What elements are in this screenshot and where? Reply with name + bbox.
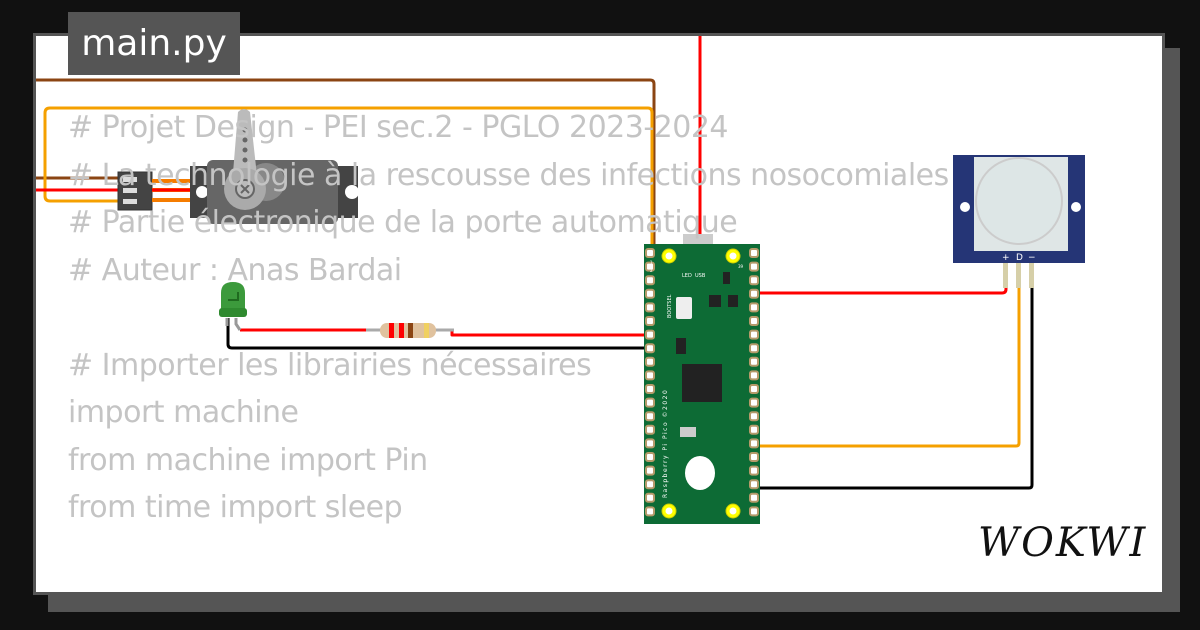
code-line: # La technologie à la rescousse des infe…	[68, 157, 949, 193]
file-tab[interactable]: main.py	[68, 12, 240, 75]
pico-pin[interactable]	[749, 370, 759, 381]
pico-pin[interactable]	[645, 316, 655, 326]
svg-text:39: 39	[738, 264, 744, 269]
pico-pin[interactable]	[645, 288, 655, 299]
pico-pin[interactable]	[645, 356, 655, 367]
raspberry-logo-icon	[685, 456, 715, 490]
pico-pin[interactable]	[645, 438, 655, 449]
pico-pin[interactable]	[645, 506, 655, 517]
wire-red-pir[interactable]	[750, 285, 1008, 295]
rp2040-chip	[682, 364, 722, 402]
pico-pin[interactable]	[749, 452, 759, 462]
pico-pin[interactable]	[645, 329, 655, 340]
pico-pin[interactable]	[645, 384, 655, 394]
pico-pin[interactable]	[749, 397, 759, 408]
svg-text:D: D	[1016, 253, 1023, 263]
pico-pin[interactable]	[749, 424, 759, 435]
pico-pin[interactable]	[749, 302, 759, 313]
pico-pin[interactable]	[749, 329, 759, 340]
pico-pin[interactable]	[645, 343, 655, 354]
pico-pin[interactable]	[749, 384, 759, 394]
code-line: import machine	[68, 395, 299, 430]
code-line: # Importer les librairies nécessaires	[68, 347, 592, 383]
pico-pin[interactable]	[645, 302, 655, 313]
pico-pin[interactable]	[749, 506, 759, 517]
bootsel-label: BOOTSEL	[667, 294, 673, 318]
wire-black-pir[interactable]	[750, 285, 1034, 490]
pico-pin[interactable]	[749, 288, 759, 299]
pico-pin[interactable]	[645, 424, 655, 435]
wire-orange-pir[interactable]	[750, 285, 1021, 448]
wokwi-logo: WOKWI	[978, 520, 1148, 566]
svg-text:+: +	[1002, 253, 1010, 263]
pico-pin[interactable]	[645, 452, 655, 462]
code-line: from machine import Pin	[68, 442, 428, 478]
pico-pin[interactable]	[645, 397, 655, 408]
pico-pin[interactable]	[645, 492, 655, 503]
led-label: LED	[682, 273, 692, 279]
pico-pin[interactable]	[749, 438, 759, 449]
pico-pin[interactable]	[749, 492, 759, 503]
pico-pin[interactable]	[645, 370, 655, 381]
pico-pin[interactable]	[645, 479, 655, 490]
pir-dome	[975, 157, 1063, 245]
pico-pin[interactable]	[645, 465, 655, 476]
pico-pin[interactable]	[749, 356, 759, 367]
board-label: Raspberry Pi Pico ©2020	[662, 389, 669, 498]
pico-pin[interactable]	[645, 275, 655, 286]
pico-pin[interactable]	[645, 248, 655, 258]
code-line: # Projet Design - PEI sec.2 - PGLO 2023-…	[68, 110, 729, 145]
pico-pin[interactable]	[749, 316, 759, 326]
code-line: # Auteur : Anas Bardai	[68, 252, 402, 288]
servo-motor[interactable]	[117, 109, 359, 224]
code-line	[68, 294, 949, 342]
svg-text:−: −	[1028, 253, 1036, 263]
code-overlay: # Projet Design - PEI sec.2 - PGLO 2023-…	[68, 104, 949, 532]
svg-text:2: 2	[650, 268, 653, 273]
code-line: from time import sleep	[68, 490, 403, 525]
pico-pin[interactable]	[749, 465, 759, 476]
wire-orange-servo[interactable]	[43, 106, 654, 256]
wire-brown-servo[interactable]	[36, 78, 656, 278]
usb-label: USB	[695, 273, 706, 279]
wire-black-led[interactable]	[226, 318, 655, 350]
pico-pin[interactable]	[749, 343, 759, 354]
pico-pin[interactable]	[749, 248, 759, 258]
pico-pin[interactable]	[749, 479, 759, 490]
pir-motion-sensor[interactable]: + D −	[953, 155, 1085, 288]
svg-text:1: 1	[650, 260, 653, 265]
resistor[interactable]	[366, 323, 454, 338]
code-line: # Partie électronique de la porte automa…	[68, 205, 738, 240]
pico-pin[interactable]	[749, 261, 759, 272]
green-led[interactable]	[219, 282, 247, 331]
pico-pin[interactable]	[645, 411, 655, 422]
raspberry-pi-pico[interactable]: LED USB 1 2 39 BOOTSEL Raspberry Pi Pico…	[644, 234, 760, 524]
pico-pin[interactable]	[749, 411, 759, 422]
pico-pin[interactable]	[749, 275, 759, 286]
pico-pin[interactable]	[645, 261, 655, 272]
